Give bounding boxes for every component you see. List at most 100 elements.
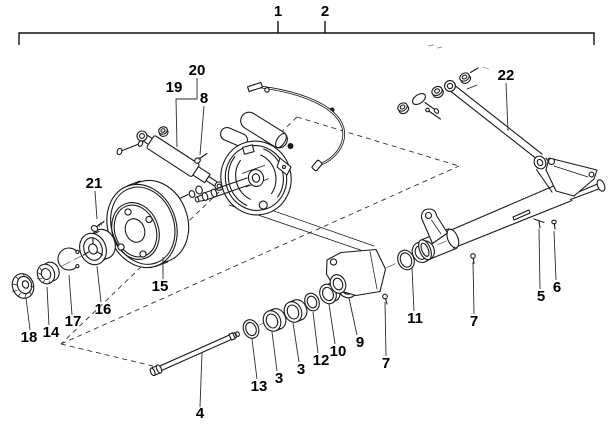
part-label-17: 17: [65, 313, 82, 330]
part-label-13: 13: [251, 378, 268, 395]
pivot-tube: [418, 228, 460, 261]
cable-barrel-end: [311, 159, 323, 172]
nut-knurl: [38, 267, 50, 284]
drum-bolt-hole: [117, 243, 125, 251]
nut: [397, 102, 410, 115]
leader-4: [199, 352, 203, 408]
screw-7-left: [382, 293, 388, 305]
span-bracket-line: [18, 21, 595, 45]
shock-mount-washer: [137, 140, 144, 147]
part-label-10: 10: [330, 343, 347, 360]
leader-5: [538, 228, 541, 290]
leader-18: [25, 297, 31, 331]
stud: [427, 109, 442, 120]
part-label-12: 12: [313, 352, 330, 369]
part-label-3b: 3: [297, 361, 305, 378]
bush-3a: [262, 308, 287, 332]
part-label-16: 16: [95, 301, 112, 318]
torque-rod-fasteners: [397, 67, 479, 120]
brake-lever: [276, 157, 292, 176]
part-label-1: 1: [274, 3, 282, 20]
part-label-18: 18: [21, 329, 38, 346]
cap-hatching: [12, 273, 34, 298]
part-label-6: 6: [553, 279, 561, 296]
bracket-hole: [329, 258, 338, 266]
shock-mount-nut: [158, 126, 169, 137]
leader-10: [328, 303, 336, 345]
upper-axle-tube: [240, 111, 288, 149]
leader-3b: [292, 322, 300, 363]
part-label-19: 19: [166, 79, 183, 96]
swingarm: [418, 157, 606, 261]
small-bolt-21: [90, 220, 105, 232]
part-label-7-right: 7: [470, 313, 478, 330]
wheel-hub: [79, 228, 116, 266]
screw-7-right: [470, 253, 476, 265]
shoe-anchor: [258, 200, 268, 210]
part-label-20: 20: [189, 62, 206, 79]
faint-marks: [427, 44, 490, 70]
pin-6: [551, 219, 557, 230]
part-label-5: 5: [537, 288, 545, 305]
swingarm-tube: [449, 183, 573, 249]
cable-adjuster: [247, 81, 263, 93]
leader-6: [553, 230, 557, 281]
part-label-21: 21: [86, 175, 103, 192]
pivot-bolt: [149, 331, 240, 377]
axle-shaft: [196, 177, 250, 203]
leader-17: [68, 274, 73, 316]
leader-19-20: [175, 78, 198, 148]
part-label-4: 4: [196, 405, 205, 422]
circlip: [57, 247, 80, 271]
leader-7-left: [384, 301, 387, 357]
front-mount-bracket: [325, 248, 387, 297]
brake-cable: [247, 81, 345, 172]
assembly-span-bracket: [18, 21, 595, 45]
leader-14: [46, 286, 50, 326]
weld-seam: [512, 209, 531, 221]
screw-5: [533, 218, 545, 229]
hub-spokes: [82, 237, 104, 256]
nut: [459, 72, 472, 84]
leader-16: [96, 265, 102, 303]
spindle-nut: [36, 261, 60, 285]
part-label-14: 14: [43, 324, 60, 341]
part-label-7-left: 7: [382, 355, 390, 372]
tube-end: [596, 179, 606, 192]
part-label-15: 15: [152, 278, 169, 295]
brake-drum: [106, 179, 190, 269]
part-label-3a: 3: [275, 370, 283, 387]
part-label-11: 11: [407, 310, 423, 327]
torque-rod: [444, 80, 547, 170]
dust-cap: [11, 273, 35, 299]
plate-bolt-dot: [287, 143, 294, 149]
drum-bolt-hole: [145, 215, 153, 224]
shock-absorber: [116, 126, 224, 206]
lower-mount-bush: [195, 185, 203, 195]
clevis-pin-loop: [412, 92, 426, 106]
leader-11: [411, 267, 415, 312]
washer: [431, 85, 444, 99]
leader-22: [505, 82, 509, 132]
washer-13: [242, 319, 260, 339]
leader-9: [348, 297, 358, 336]
drum-center-hole: [124, 218, 146, 243]
callout-leaders: [25, 78, 557, 408]
callout-labels: 1 2 19 20 8 21 22 15 16 17 14 18 4 13 3 …: [21, 3, 562, 422]
leader-13: [251, 338, 258, 380]
washer-12: [304, 292, 320, 312]
brake-backing-plate-assembly: [194, 107, 335, 216]
leader-3a: [271, 331, 278, 372]
drum-bolt-hole: [139, 250, 147, 258]
cable-nipple: [264, 87, 270, 93]
part-label-8: 8: [200, 90, 208, 107]
shock-mount-bolt: [120, 143, 140, 152]
leader-8: [199, 105, 205, 156]
leader-12: [312, 311, 319, 354]
part-label-2: 2: [321, 3, 329, 20]
shock-body: [136, 130, 224, 191]
brake-cam: [242, 144, 255, 155]
